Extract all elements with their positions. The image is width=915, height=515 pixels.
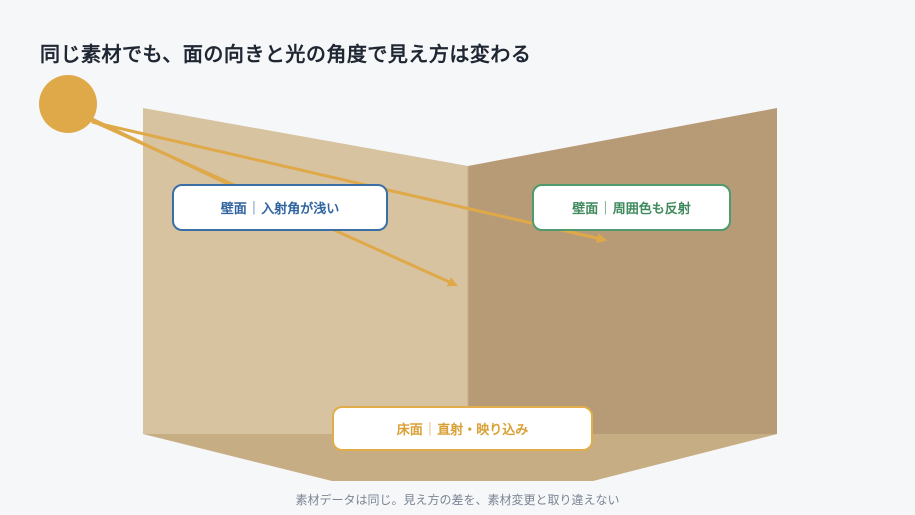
right-wall-separator: | bbox=[603, 200, 608, 215]
right-wall-surface: 壁面 bbox=[572, 202, 599, 217]
left-wall-surface: 壁面 bbox=[220, 202, 247, 217]
left-wall-separator: | bbox=[251, 200, 257, 215]
floor bbox=[143, 434, 777, 481]
right-wall bbox=[468, 108, 777, 434]
floor-separator: | bbox=[427, 421, 433, 436]
floor-surface: 床面 bbox=[396, 423, 423, 438]
floor-note: 直射・映り込み bbox=[437, 423, 529, 438]
sun-icon bbox=[39, 75, 97, 133]
light-ray-to-right-wall bbox=[91, 120, 607, 244]
caption: 素材データは同じ。見え方の差を、素材変更と取り違えない bbox=[295, 493, 620, 507]
left-wall bbox=[143, 108, 468, 434]
page-title: 同じ素材でも、面の向きと光の角度で見え方は変わる bbox=[40, 42, 532, 66]
left-wall-label: 壁面 | 入射角が浅い bbox=[172, 184, 388, 231]
right-wall-note: 周囲色も反射 bbox=[612, 202, 691, 217]
left-wall-note: 入射角が浅い bbox=[261, 202, 340, 217]
right-wall-label: 壁面 | 周囲色も反射 bbox=[532, 184, 731, 231]
floor-label: 床面 | 直射・映り込み bbox=[332, 406, 593, 451]
